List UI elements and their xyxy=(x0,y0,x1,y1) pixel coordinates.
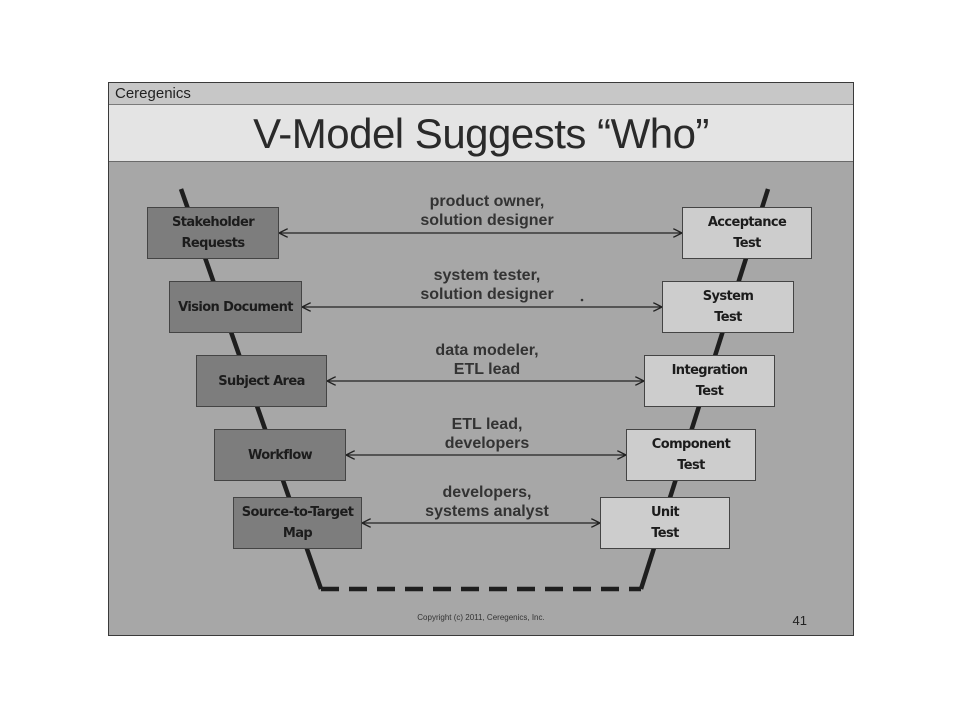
role-label-component: ETL lead, developers xyxy=(444,416,530,452)
box-workflow: Workflow xyxy=(214,429,346,481)
box-acceptance-test: Acceptance Test xyxy=(682,207,812,259)
brand-name: Ceregenics xyxy=(115,85,191,102)
speck xyxy=(580,298,584,302)
box-stakeholder-requests: Stakeholder Requests xyxy=(147,207,279,259)
copyright-text: Copyright (c) 2011, Ceregenics, Inc. xyxy=(417,613,545,622)
slide-title: V-Model Suggests “Who” xyxy=(253,110,709,157)
page-number: 41 xyxy=(792,613,807,628)
box-vision-document: Vision Document xyxy=(169,281,302,333)
box-subject-area: Subject Area xyxy=(196,355,327,407)
box-source-to-target-map: Source-to-Target Map xyxy=(233,497,362,549)
box-system-test: System Test xyxy=(662,281,794,333)
role-label-system: system tester, solution designer xyxy=(420,267,554,303)
role-label-unit: developers, systems analyst xyxy=(425,484,549,520)
box-integration-test: Integration Test xyxy=(644,355,775,407)
slide: Ceregenics V-Model Suggests “Who” Stakeh… xyxy=(108,82,854,636)
brand-bar: Ceregenics xyxy=(109,83,853,105)
box-unit-test: Unit Test xyxy=(600,497,730,549)
title-bar: V-Model Suggests “Who” xyxy=(109,105,853,162)
box-component-test: Component Test xyxy=(626,429,756,481)
role-label-acceptance: product owner, solution designer xyxy=(420,193,554,229)
role-label-integration: data modeler, ETL lead xyxy=(435,342,539,378)
